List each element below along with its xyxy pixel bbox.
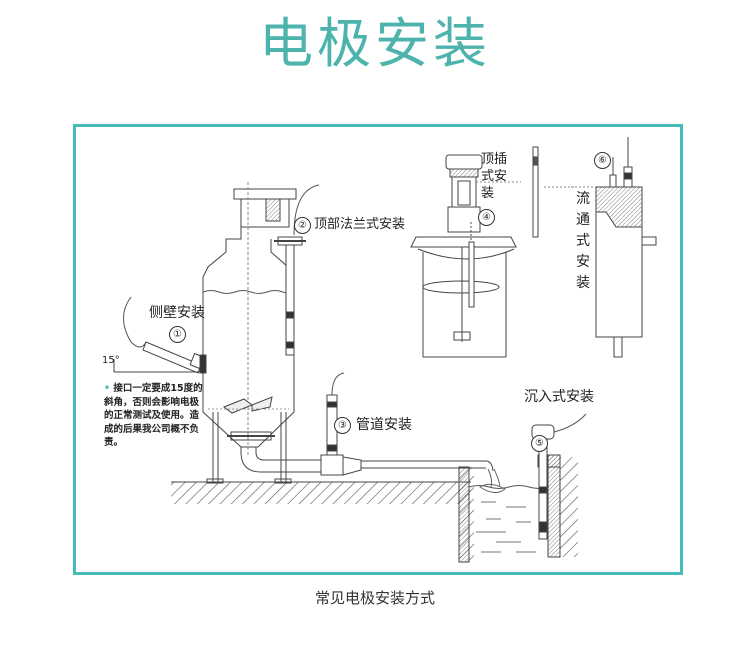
installation-note: • 接口一定要成15度的斜角，否则会影响电极的正常测试及使用。造成的后果我公司概… [104, 382, 204, 450]
sump-pit [468, 454, 578, 558]
probe-side [113, 296, 207, 374]
label-top-flange: 顶部法兰式安装 [314, 217, 406, 232]
probe-submersible [531, 413, 587, 540]
label-flow-through: 流通式安装 [576, 191, 590, 291]
reactor-vessel [202, 182, 297, 484]
number-3: ③ [334, 417, 351, 434]
label-pipeline: 管道安装 [356, 417, 412, 433]
installation-diagram [113, 137, 657, 563]
figure-caption: 常见电极安装方式 [314, 589, 435, 607]
angle-label: 15° [102, 355, 120, 366]
note-bullet: • [104, 383, 111, 394]
bioreactor [410, 146, 574, 358]
label-side-wall: 侧壁安装 [149, 305, 205, 321]
diagram-frame: 侧壁安装 ① 15° • 接口一定要成15度的斜角，否则会影响电极的正常测试及使… [73, 124, 683, 575]
number-2: ② [294, 217, 311, 234]
ground [171, 466, 474, 563]
flow-through-cell [571, 137, 657, 358]
number-6: ⑥ [594, 152, 611, 169]
label-submersible: 沉入式安装 [524, 389, 594, 405]
page-title: 电极安装 [259, 12, 491, 75]
note-text: 接口一定要成15度的斜角，否则会影响电极的正常测试及使用。造成的后果我公司概不负… [104, 383, 203, 448]
number-1: ① [169, 326, 186, 343]
number-4: ④ [478, 209, 495, 226]
label-top-insert: 顶插式安装 [481, 152, 508, 201]
pipeline [240, 447, 494, 476]
probe-top-flange [274, 184, 320, 356]
probe-pipeline [326, 372, 345, 456]
number-5: ⑤ [531, 435, 548, 452]
